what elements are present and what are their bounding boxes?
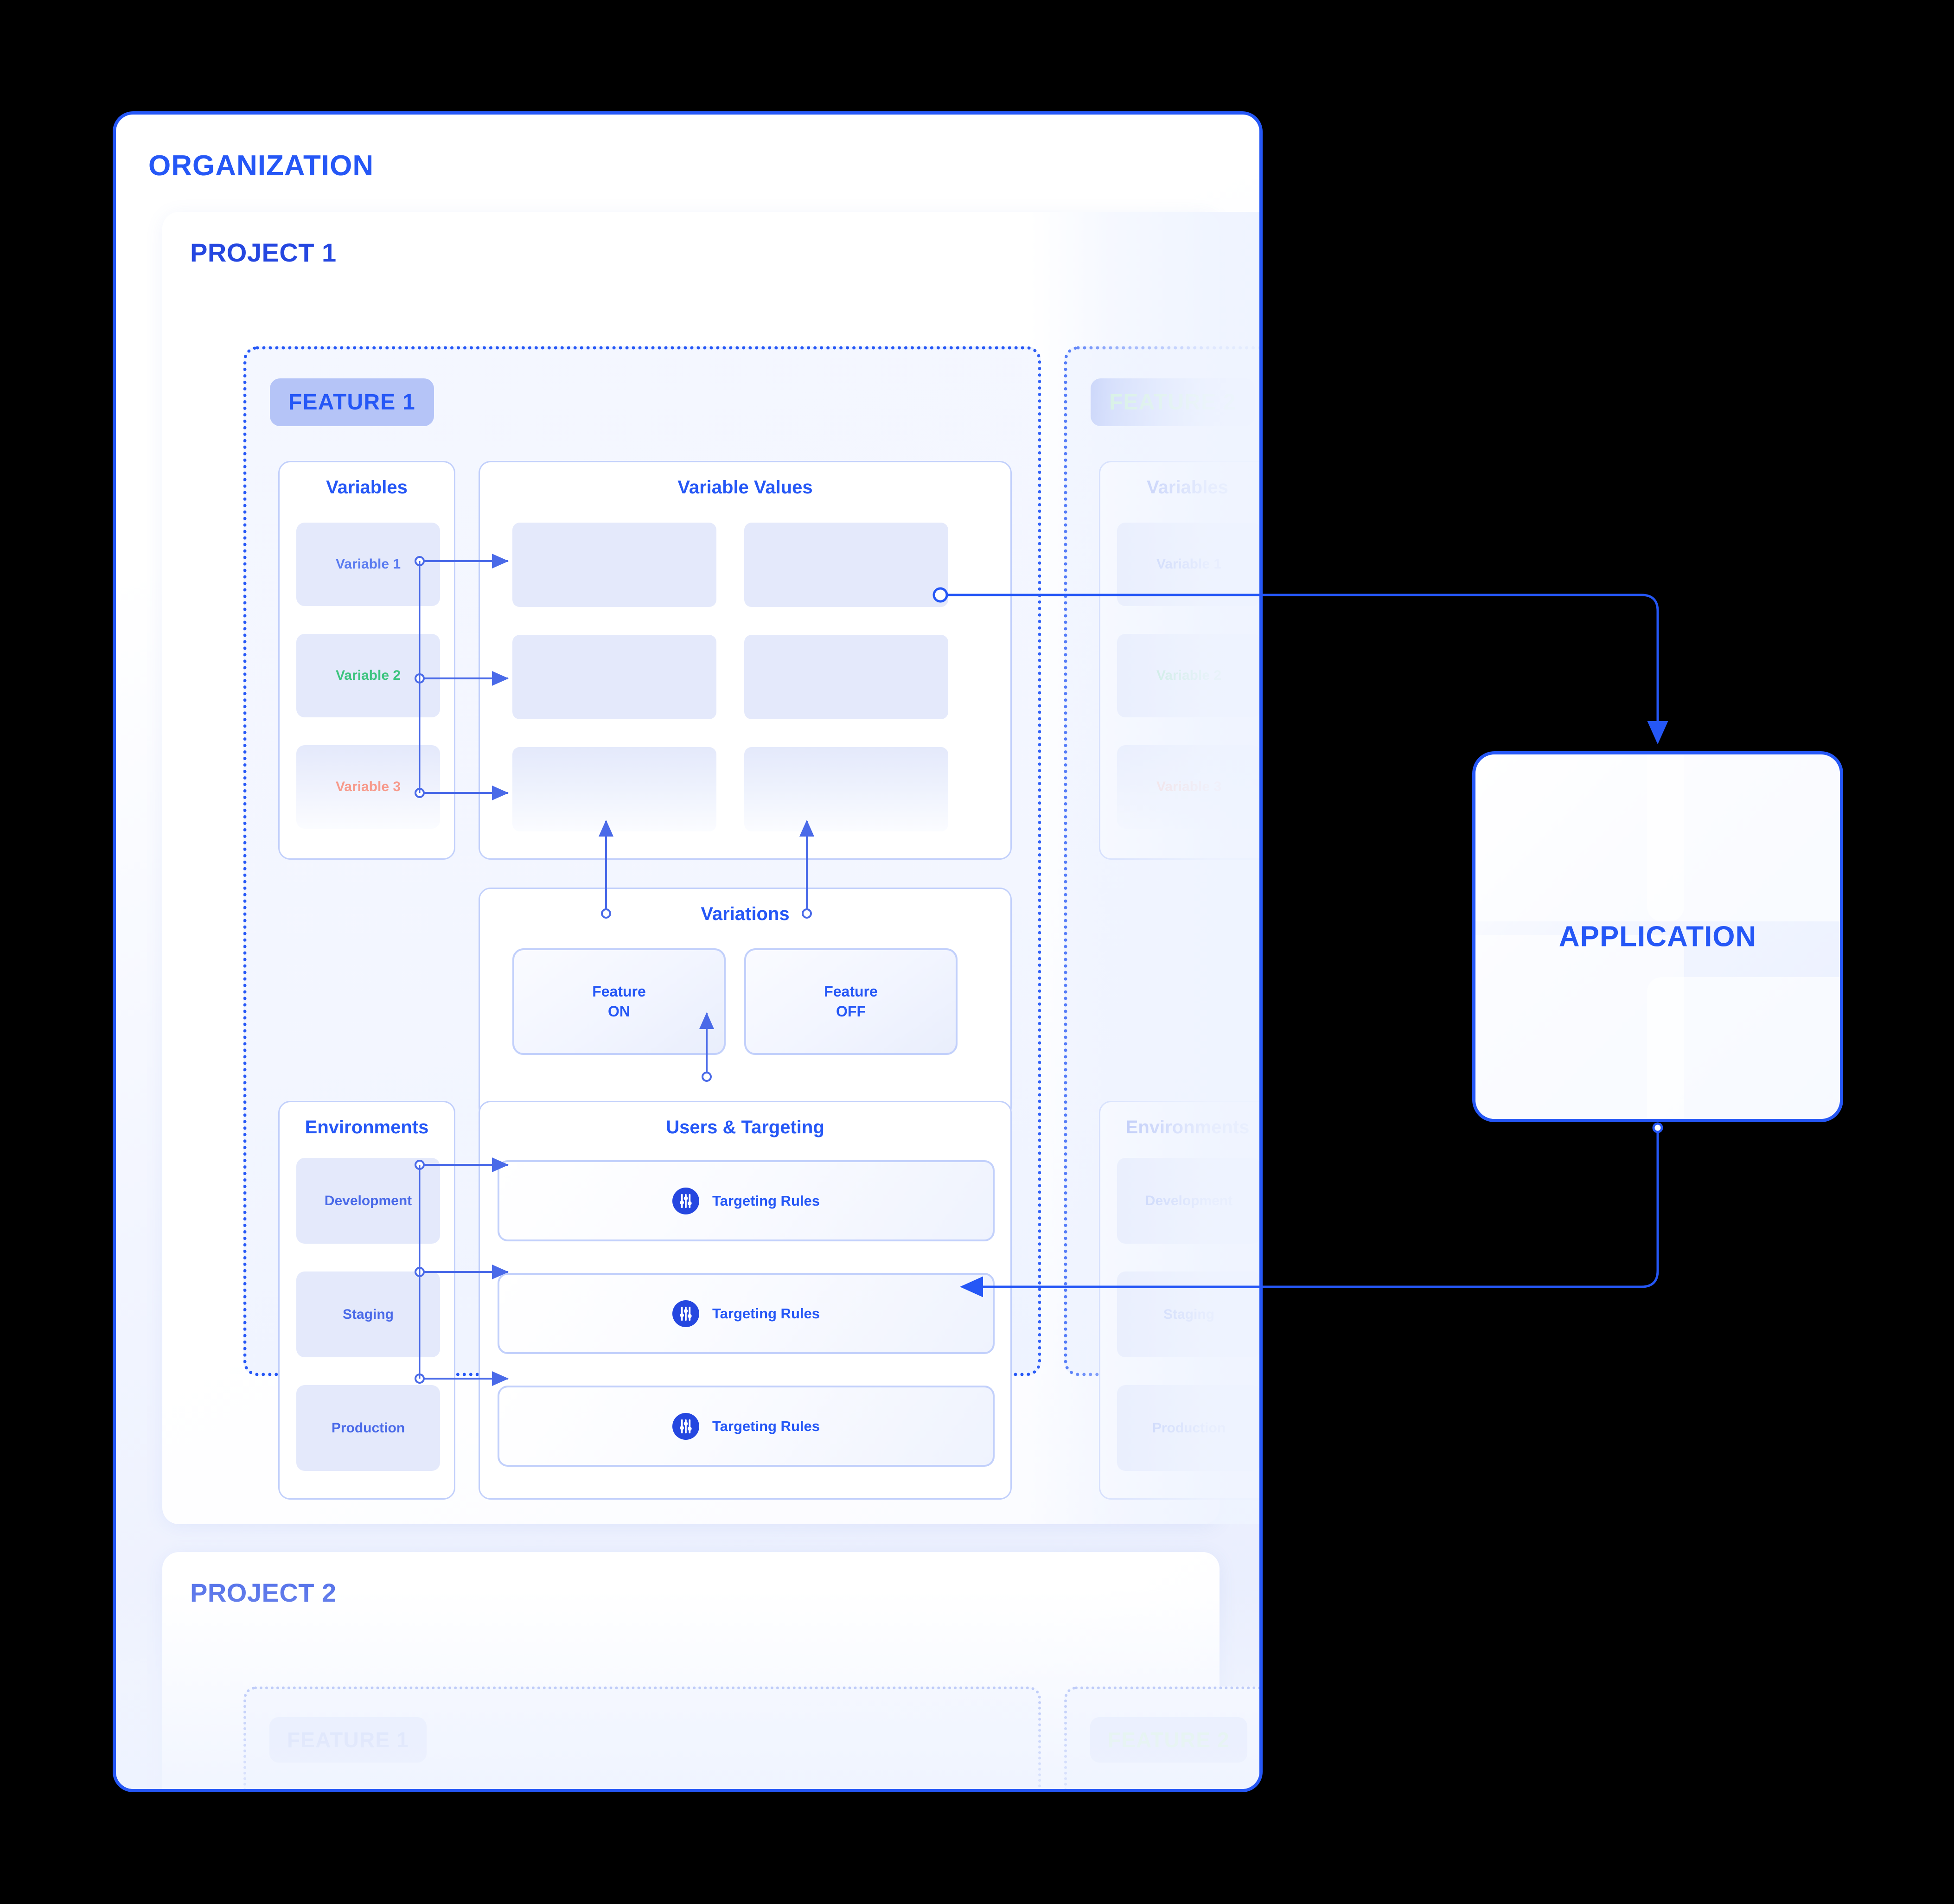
targeting-rules-label: Targeting Rules: [712, 1305, 820, 1322]
variation-card-feature-on[interactable]: Feature ON: [512, 948, 726, 1055]
variable-chip-1[interactable]: Variable 1: [1117, 523, 1259, 606]
targeting-rules-row[interactable]: Targeting Rules: [498, 1160, 995, 1241]
targeting-rules-label: Targeting Rules: [712, 1192, 820, 1209]
variables-panel-feature-2: Variables Variable 1 Variable 2 Variable…: [1099, 461, 1259, 860]
variation-card-line2: ON: [608, 1003, 630, 1020]
feature-2-badge[interactable]: FEATURE 2: [1091, 378, 1255, 426]
decorative-shape: [1647, 977, 1840, 1119]
sliders-icon: [672, 1187, 700, 1214]
project-2-feature-1-container: FEATURE 1: [243, 1687, 1041, 1789]
environments-panel-title: Environments: [1125, 1117, 1250, 1137]
targeting-rules-row[interactable]: Targeting Rules: [498, 1273, 995, 1354]
project-2-title: PROJECT 2: [190, 1578, 337, 1607]
variation-card-line1: Feature: [824, 983, 878, 1000]
users-and-targeting-panel: Users & Targeting: [479, 1101, 1012, 1500]
environments-panel-title: Environments: [305, 1117, 429, 1137]
variable-value-cell[interactable]: [512, 523, 716, 607]
variables-panel-title: Variables: [1147, 477, 1228, 498]
variations-panel-title: Variations: [701, 904, 790, 924]
project-2-feature-2-container: FEATURE 2: [1064, 1687, 1259, 1789]
environments-panel-feature-2: Environments Development Staging Product…: [1099, 1101, 1259, 1500]
environment-chip-staging[interactable]: Staging: [296, 1271, 440, 1357]
variable-value-cell[interactable]: [744, 523, 948, 607]
targeting-rules-label: Targeting Rules: [712, 1418, 820, 1434]
variable-value-cell[interactable]: [744, 635, 948, 719]
application-box: APPLICATION: [1472, 751, 1843, 1122]
variable-value-cell[interactable]: [512, 747, 716, 831]
variable-value-cell[interactable]: [512, 635, 716, 719]
feature-1-badge[interactable]: FEATURE 1: [270, 378, 434, 426]
organization-title: ORGANIZATION: [148, 150, 374, 182]
environment-chip-staging[interactable]: Staging: [1117, 1271, 1259, 1357]
project-2-feature-2-badge[interactable]: FEATURE 2: [1090, 1717, 1247, 1763]
environment-chip-development[interactable]: Development: [296, 1158, 440, 1244]
organization-card: ORGANIZATION PROJECT 1 FEATURE 1 Variabl…: [113, 111, 1263, 1792]
environment-chip-production[interactable]: Production: [296, 1385, 440, 1471]
sliders-icon: [672, 1300, 700, 1327]
feature-2-container: FEATURE 2 Variables Variable 1 Variable …: [1064, 346, 1259, 1500]
project-2-card: PROJECT 2 FEATURE 1 FEATURE 2: [162, 1552, 1259, 1789]
project-1-card: PROJECT 1 FEATURE 1 Variables Variable 1…: [162, 212, 1259, 1524]
decorative-shape: [1647, 754, 1840, 921]
variable-chip-2[interactable]: Variable 2: [296, 634, 440, 717]
variable-chip-2[interactable]: Variable 2: [1117, 634, 1259, 717]
variation-card-line2: OFF: [836, 1003, 866, 1020]
variable-chip-3[interactable]: Variable 3: [1117, 745, 1259, 829]
variations-panel: Variations Feature ON Feature OFF: [479, 888, 1012, 1119]
variables-panel-title: Variables: [326, 477, 408, 498]
variation-card-line1: Feature: [592, 983, 646, 1000]
sliders-icon: [672, 1412, 700, 1440]
variable-value-cell[interactable]: [744, 747, 948, 831]
variable-chip-3[interactable]: Variable 3: [296, 745, 440, 829]
feature-1-container: FEATURE 1 Variables Variable 1 Variable …: [243, 346, 1041, 1500]
targeting-rules-row[interactable]: Targeting Rules: [498, 1386, 995, 1467]
environments-panel: Environments Development Staging Product…: [278, 1101, 455, 1500]
variables-panel: Variables Variable 1 Variable 2 Variable…: [278, 461, 455, 860]
variation-card-feature-off[interactable]: Feature OFF: [744, 948, 958, 1055]
users-and-targeting-panel-title: Users & Targeting: [666, 1117, 824, 1137]
environment-chip-development[interactable]: Development: [1117, 1158, 1259, 1244]
variable-values-panel-title: Variable Values: [677, 477, 813, 498]
variable-values-panel: Variable Values: [479, 461, 1012, 860]
environment-chip-production[interactable]: Production: [1117, 1385, 1259, 1471]
project-1-title: PROJECT 1: [190, 238, 337, 267]
project-2-feature-1-badge[interactable]: FEATURE 1: [269, 1717, 427, 1763]
variable-chip-1[interactable]: Variable 1: [296, 523, 440, 606]
application-title: APPLICATION: [1558, 920, 1757, 953]
